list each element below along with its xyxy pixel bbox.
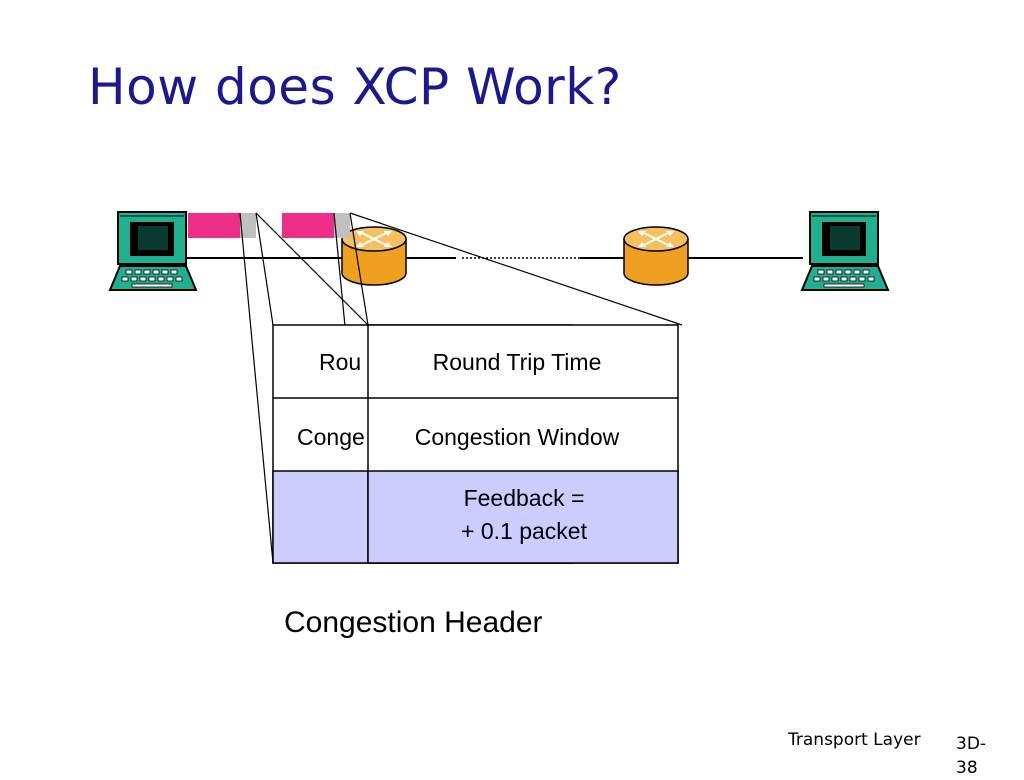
router-icon	[341, 226, 407, 286]
field-round-trip-time: Round Trip Time	[433, 349, 602, 375]
back-field-cwnd: Conge	[297, 424, 365, 450]
sender-computer-icon	[108, 211, 198, 291]
router-icon	[623, 226, 689, 286]
field-feedback-value: + 0.1 packet	[461, 518, 588, 544]
diagram-caption: Congestion Header	[284, 606, 543, 639]
footer-section-label: Transport Layer	[788, 730, 921, 750]
packet-1	[188, 213, 256, 238]
field-congestion-window: Congestion Window	[415, 424, 620, 450]
field-feedback-label: Feedback =	[464, 485, 585, 511]
receiver-computer-icon	[800, 211, 890, 291]
back-field-rtt: Rou	[319, 349, 361, 375]
packet-2	[282, 213, 350, 238]
congestion-header-front: Round Trip Time Congestion Window Feedba…	[367, 324, 679, 564]
page-number: 3D-38	[956, 734, 987, 778]
slide-title: How does XCP Work?	[88, 58, 622, 116]
